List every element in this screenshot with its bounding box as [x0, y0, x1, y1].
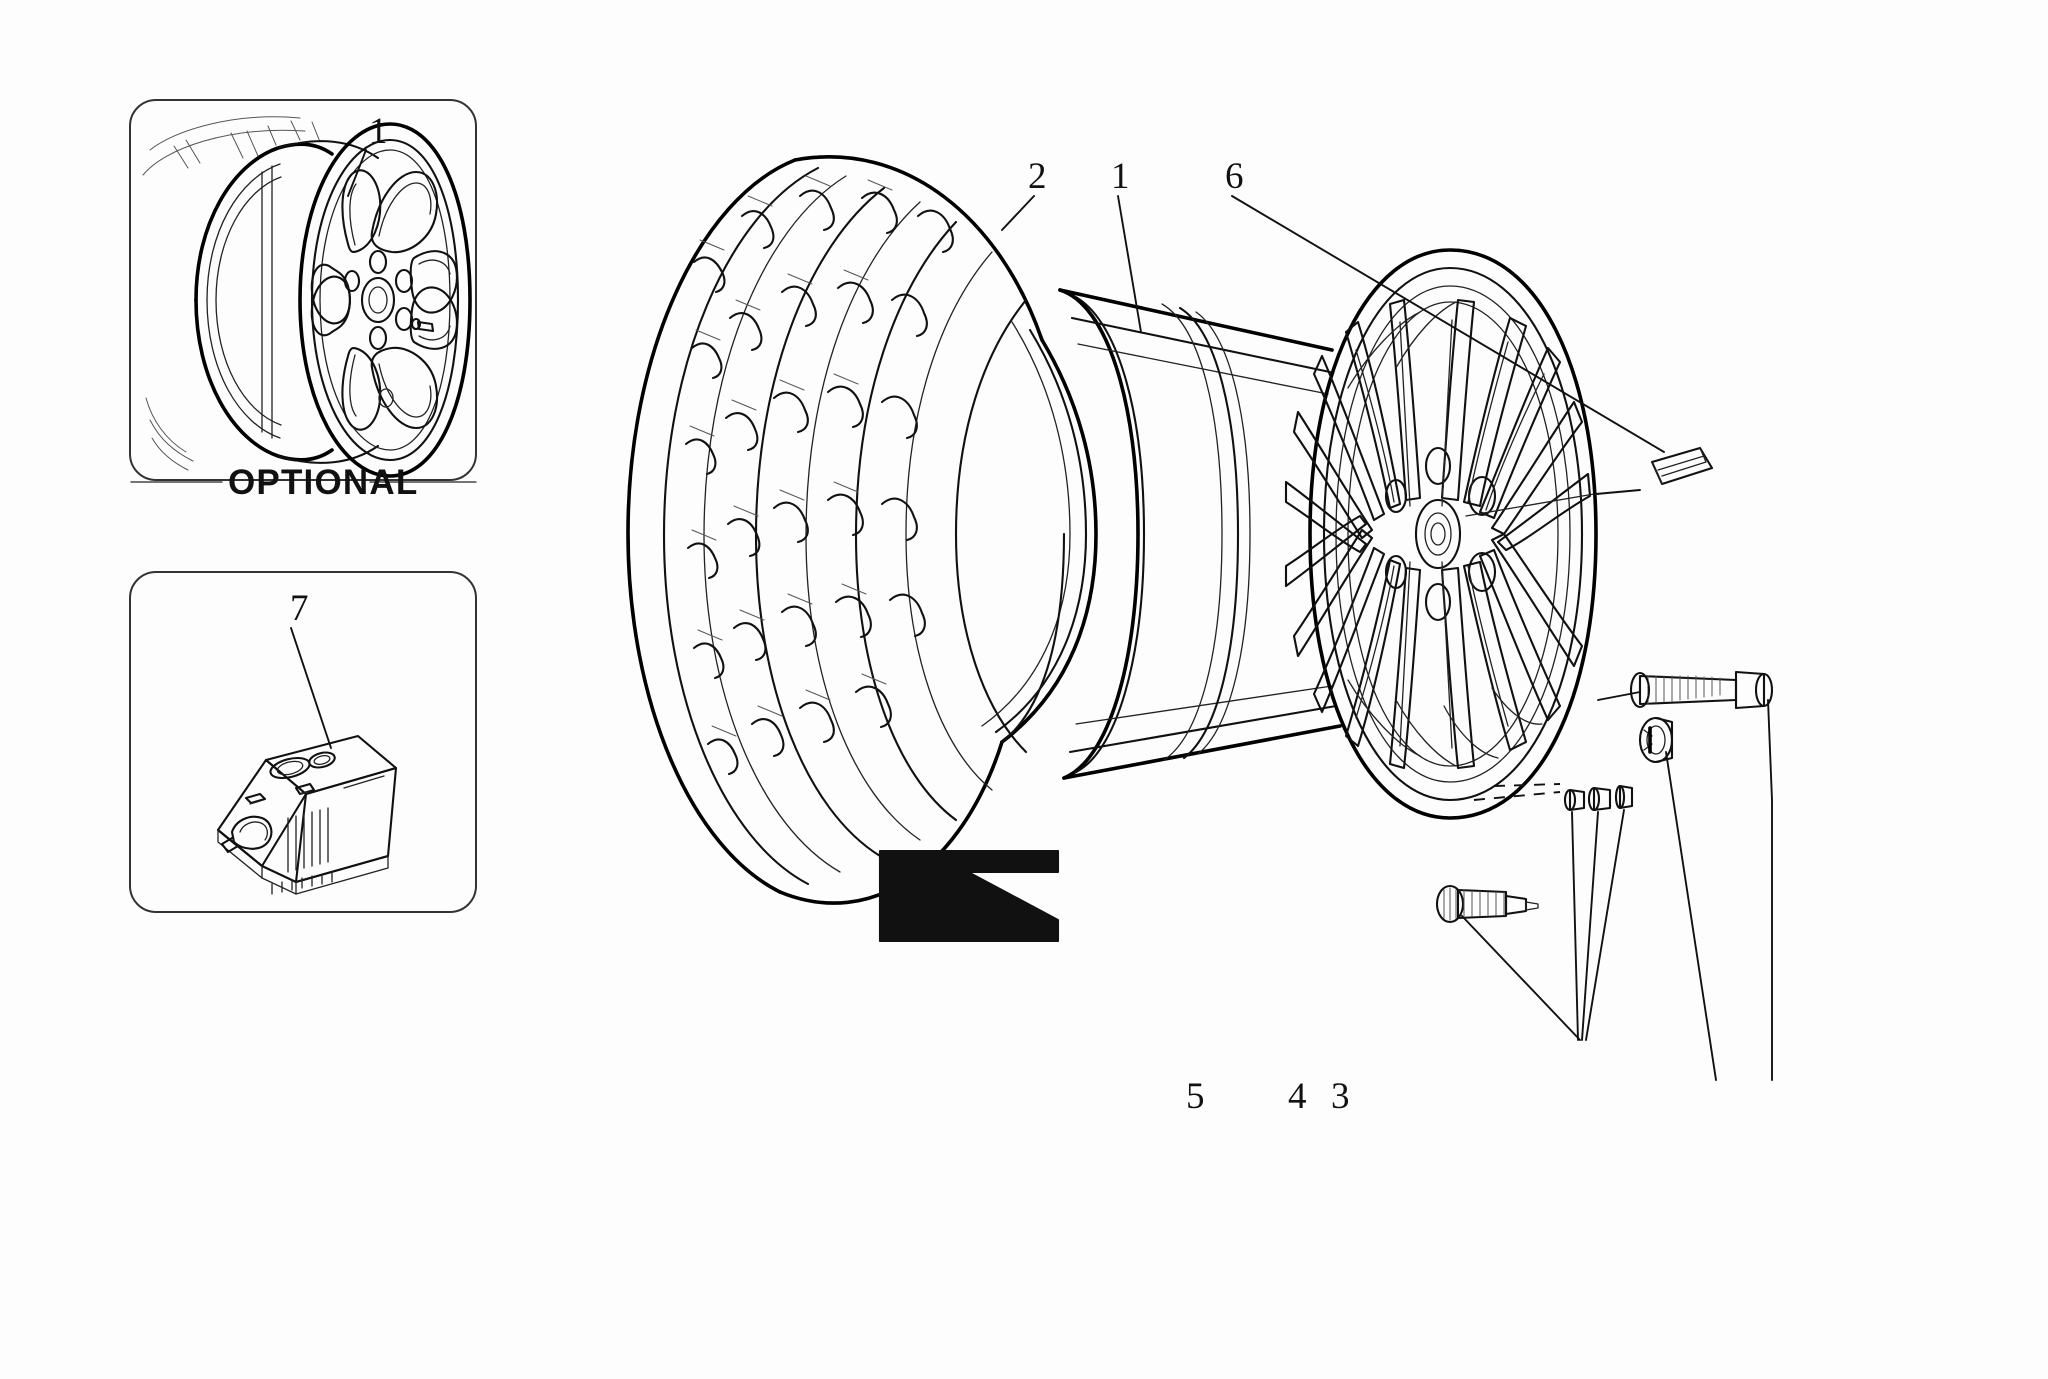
forward-direction-arrow: [878, 849, 1060, 943]
main-assembly: 2 1 6 5 4 3: [626, 155, 1774, 1117]
callout-number-6: 6: [1225, 156, 1244, 197]
part-balance-weight: [1650, 446, 1714, 486]
part-valve-fittings: [1563, 784, 1634, 812]
part-valve-stem: [1435, 884, 1539, 924]
part-wheel-bolt: [1629, 670, 1774, 710]
callout-number-compressor-7: 7: [290, 588, 309, 629]
callout-number-3: 3: [1331, 1076, 1350, 1117]
callout-number-optional-1: 1: [369, 111, 388, 152]
compressor-device: [216, 734, 398, 895]
callout-number-1: 1: [1111, 156, 1130, 197]
optional-label: OPTIONAL: [228, 463, 419, 502]
part-wheel-rim: [1058, 248, 1598, 820]
callout-leaders: [1001, 195, 1773, 1081]
callout-number-4: 4: [1288, 1076, 1307, 1117]
inset-compressor-kit: 7: [129, 571, 477, 913]
part-bolt-cover-cap: [1638, 716, 1674, 764]
inset-optional-wheel: 1: [129, 99, 477, 483]
callout-number-2: 2: [1028, 156, 1047, 197]
callout-number-5: 5: [1186, 1076, 1205, 1117]
part-tyre: [626, 155, 1098, 905]
